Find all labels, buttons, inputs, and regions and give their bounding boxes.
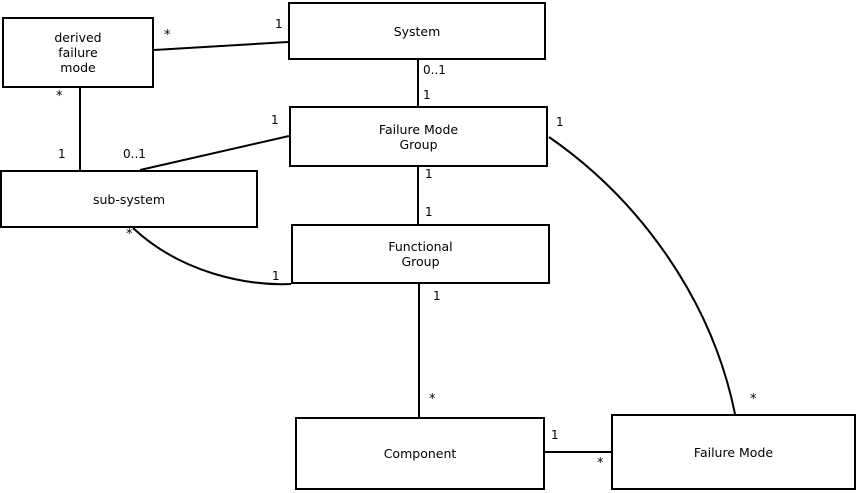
class-box-label-sub-system: sub-system: [92, 191, 166, 207]
edge-sub-system--functional-group: [132, 227, 292, 286]
multiplicity-mult-dfm-to-subsys-far: 1: [58, 147, 66, 161]
multiplicity-mult-subsys-to-fmg-far: 1: [271, 113, 279, 127]
multiplicity-mult-subsys-to-fg-far: 1: [272, 269, 280, 283]
class-box-component[interactable]: Component: [295, 417, 545, 490]
multiplicity-mult-system-to-fmg-far: 1: [423, 88, 431, 102]
multiplicity-mult-dfm-to-subsys-near: *: [56, 89, 63, 104]
class-box-label-derived-failure-mode: derived failure mode: [54, 30, 102, 75]
multiplicity-mult-fmg-to-fm-far: *: [750, 392, 757, 407]
class-box-label-failure-mode: Failure Mode: [693, 444, 774, 460]
multiplicity-mult-comp-to-fm-near: 1: [551, 428, 559, 442]
class-box-failure-mode[interactable]: Failure Mode: [611, 414, 856, 490]
edge-derived-failure-mode--system: [153, 41, 289, 51]
multiplicity-mult-subsys-to-fmg-near: 0..1: [123, 147, 146, 161]
class-box-label-component: Component: [383, 446, 457, 461]
multiplicity-mult-subsys-to-fg-near: *: [126, 227, 133, 242]
class-box-sub-system[interactable]: sub-system: [0, 170, 258, 228]
multiplicity-mult-fg-to-comp-near: 1: [433, 289, 441, 303]
multiplicity-mult-dfm-to-system-near: *: [164, 28, 171, 43]
multiplicity-mult-fmg-to-fg-near: 1: [425, 167, 433, 181]
class-box-label-system: System: [393, 23, 441, 39]
class-box-label-functional-group: Functional Group: [388, 239, 453, 269]
multiplicity-mult-dfm-to-system-far: 1: [275, 17, 283, 31]
multiplicity-mult-fmg-to-fg-far: 1: [425, 205, 433, 219]
multiplicity-mult-fg-to-comp-far: *: [429, 392, 436, 407]
class-box-functional-group[interactable]: Functional Group: [291, 224, 550, 284]
multiplicity-mult-system-to-fmg-near: 0..1: [423, 63, 446, 77]
edge-failure-mode-group--failure-mode: [548, 136, 736, 415]
edge-sub-system--failure-mode-group: [139, 135, 290, 171]
class-box-failure-mode-group[interactable]: Failure Mode Group: [289, 106, 548, 167]
class-box-system[interactable]: System: [288, 2, 546, 60]
class-box-derived-failure-mode[interactable]: derived failure mode: [2, 17, 154, 88]
class-box-label-failure-mode-group: Failure Mode Group: [378, 121, 459, 152]
multiplicity-mult-fmg-to-fm-near: 1: [556, 115, 564, 129]
multiplicity-mult-comp-to-fm-far: *: [597, 456, 604, 471]
